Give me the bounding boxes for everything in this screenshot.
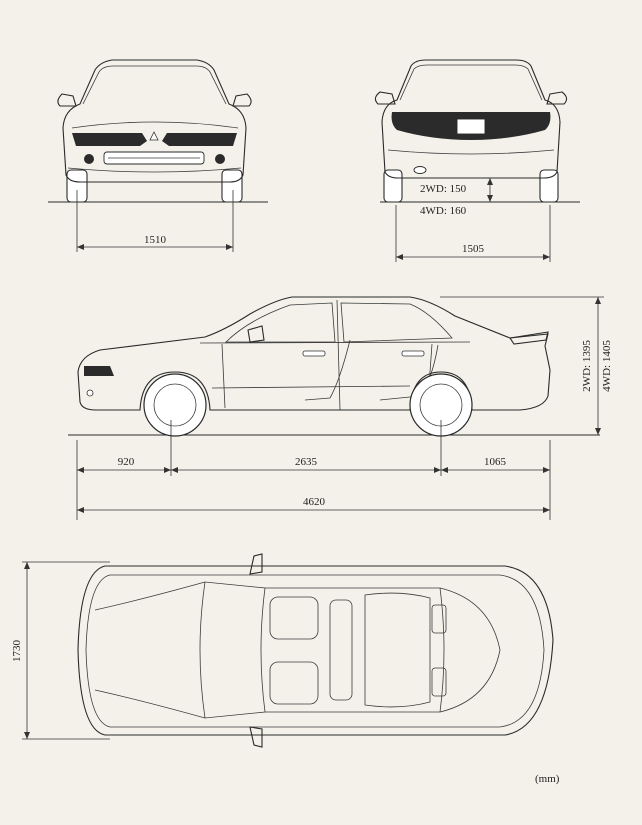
side-foglight: [86, 389, 94, 397]
rear-window: [399, 64, 543, 101]
front-left-foglight: [84, 154, 94, 164]
rear-bench-seat: [364, 592, 431, 708]
front-overhang-label: 920: [118, 456, 135, 468]
unit-label: (mm): [535, 773, 560, 785]
rear-door-handle: [401, 350, 425, 357]
wheelbase-label: 2635: [295, 456, 318, 468]
top-rear-window: [439, 587, 501, 713]
rear-bumper-line: [387, 149, 555, 155]
side-mirror: [247, 325, 265, 343]
overall-width-label: 1730: [11, 640, 23, 663]
height-4wd-label: 4WD: 1405: [601, 340, 613, 392]
hood-creases: [94, 581, 206, 719]
front-body: [62, 59, 247, 183]
front-wheel: [143, 373, 207, 437]
front-door-handle: [302, 350, 326, 357]
rear-license-plate: [456, 118, 486, 135]
side-sill: [211, 385, 411, 389]
front-left-headlight: [72, 133, 147, 146]
rear-right-headrest: [431, 667, 447, 697]
b-pillar-line: [336, 299, 341, 411]
side-view: 2WD: 1395 4WD: 1405 920 2635 1065 4620: [68, 296, 613, 520]
beltline: [199, 341, 471, 344]
front-track-label: 1510: [144, 234, 167, 246]
side-headlight: [84, 366, 114, 376]
front-right-seat: [269, 661, 319, 705]
rear-overhang-label: 1065: [484, 456, 507, 468]
front-right-tire: [221, 169, 243, 203]
front-windshield: [82, 65, 227, 105]
top-right-mirror: [249, 726, 263, 748]
rear-view: 2WD: 150 4WD: 160 1505: [374, 59, 580, 262]
clearance-4wd-label: 4WD: 160: [420, 205, 467, 217]
top-body: [77, 565, 554, 736]
top-left-mirror: [249, 553, 263, 575]
overall-length-label: 4620: [303, 496, 326, 508]
height-2wd-label: 2WD: 1395: [581, 340, 593, 392]
rear-left-headrest: [431, 604, 447, 634]
front-left-seat: [269, 596, 319, 640]
front-hood-line: [71, 121, 239, 129]
top-view: 1730: [11, 553, 554, 748]
rear-side-window: [340, 302, 453, 343]
top-windshield: [199, 581, 266, 719]
rear-left-mirror: [374, 91, 396, 105]
top-roof: [265, 587, 445, 713]
rear-body: [381, 59, 561, 179]
rear-exhaust: [413, 166, 427, 174]
center-console: [329, 599, 353, 701]
front-emblem: [149, 131, 159, 141]
rear-track-label: 1505: [462, 243, 485, 255]
front-right-mirror: [232, 93, 252, 107]
front-side-window: [225, 302, 336, 343]
clearance-2wd-label: 2WD: 150: [420, 183, 467, 195]
side-body: [77, 296, 551, 411]
top-body-inner: [85, 574, 545, 728]
front-right-foglight: [215, 154, 225, 164]
rear-spoiler: [509, 331, 549, 345]
rear-right-mirror: [546, 91, 568, 105]
front-door-line: [221, 343, 226, 409]
front-wheel-rim: [153, 383, 197, 427]
front-left-mirror: [57, 93, 77, 107]
front-right-headlight: [162, 133, 237, 146]
front-view: 1510: [48, 59, 268, 252]
front-bumper-line: [67, 167, 242, 173]
